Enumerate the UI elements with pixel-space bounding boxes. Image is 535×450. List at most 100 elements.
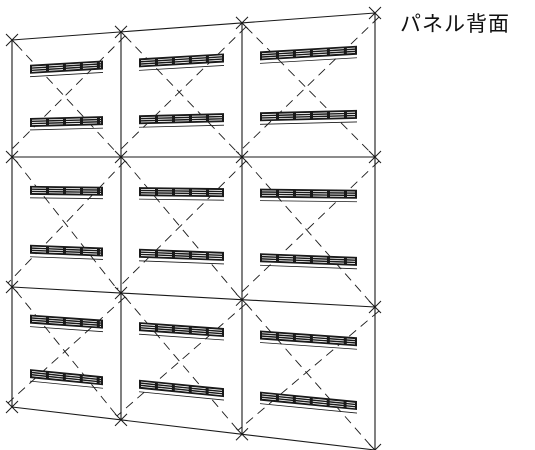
joint-cross-mark	[5, 280, 19, 294]
vent-louver-line	[140, 55, 223, 62]
vent-slot-shadow	[259, 264, 358, 270]
vent-louver-line	[261, 332, 356, 340]
diagonal-dashed-line	[116, 303, 247, 417]
panel-row-line	[11, 406, 376, 450]
diagonal-dashed-line	[245, 26, 372, 154]
diagonal-dashed-line	[7, 35, 126, 154]
vent-slot	[259, 253, 358, 270]
diagonal-dashed-line	[245, 303, 372, 447]
vent-slot	[138, 248, 225, 265]
joint-cross-mark	[114, 150, 128, 164]
vent-slot	[29, 185, 104, 200]
vent-slot-shadow	[259, 403, 358, 414]
joint-cross-mark	[114, 413, 128, 427]
diagonal-dashed-line	[124, 35, 239, 154]
vent-louver-line	[261, 395, 356, 406]
vent-louver-line	[140, 115, 223, 118]
vent-louver-line	[31, 246, 102, 251]
vent-louver-line	[261, 194, 356, 197]
joint-cross-mark	[235, 150, 249, 164]
vent-louver-line	[261, 397, 356, 409]
vent-louver-line	[31, 64, 102, 70]
vent-slot-shadow	[29, 127, 104, 131]
vent-louver-line	[140, 324, 223, 331]
vent-louver-line	[261, 336, 356, 345]
vent-louver-line	[140, 386, 223, 396]
panel-rear-label: パネル背面	[400, 12, 510, 36]
vent-louver-line	[261, 255, 356, 260]
vent-louver-line	[261, 259, 356, 264]
diagonal-dashed-line	[15, 290, 118, 417]
vent-slot-shadow	[259, 57, 358, 64]
vent-louver-line	[140, 383, 223, 393]
joint-cross-mark	[114, 286, 128, 300]
vent-slot-shadow	[29, 380, 104, 389]
panel-cell	[7, 290, 126, 417]
vent-louver-line	[31, 192, 102, 194]
vent-slot	[259, 45, 358, 64]
vent-slot	[138, 53, 225, 71]
vent-louver-line	[140, 117, 223, 121]
vent-slot	[29, 314, 104, 333]
vent-louver-line	[261, 393, 356, 404]
panel-cell	[237, 16, 380, 154]
vent-louver-line	[140, 326, 223, 333]
vent-slot-shadow	[138, 65, 225, 71]
joint-cross-mark	[235, 16, 249, 30]
vent-slot	[29, 116, 104, 131]
diagonal-dashed-line	[237, 160, 380, 296]
vent-louver-line	[140, 381, 223, 391]
vent-louver-line	[31, 66, 102, 72]
vent-louver-line	[31, 118, 102, 121]
vent-louver-line	[261, 190, 356, 193]
vent-louver-line	[140, 191, 223, 194]
vent-louver-line	[261, 49, 356, 57]
vent-slot	[259, 109, 358, 125]
panel-row-line	[11, 286, 376, 308]
vent-slot-shadow	[138, 333, 225, 341]
vent-louver-line	[140, 59, 223, 66]
diagonal-dashed-line	[237, 16, 380, 154]
vent-louver-line	[261, 114, 356, 118]
panel-cell	[116, 296, 247, 431]
joint-cross-mark	[5, 400, 19, 414]
diagonal-dashed-line	[237, 310, 380, 431]
vent-slot	[138, 113, 225, 128]
vent-slot-shadow	[29, 197, 104, 200]
vent-louver-line	[31, 320, 102, 327]
vent-slot	[29, 60, 104, 78]
vent-slot-shadow	[259, 121, 358, 125]
diagonal-dashed-line	[7, 296, 126, 404]
vent-slot-shadow	[138, 391, 225, 401]
panel-cell	[237, 160, 380, 304]
joint-cross-mark	[235, 293, 249, 307]
vent-louver-line	[31, 316, 102, 323]
vent-louver-line	[31, 251, 102, 255]
vent-louver-line	[31, 189, 102, 192]
vent-slot-shadow	[259, 342, 358, 350]
vent-louver-line	[31, 248, 102, 253]
vent-louver-line	[31, 375, 102, 384]
vent-louver-line	[31, 122, 102, 126]
diagonal-dashed-line	[7, 160, 126, 284]
vent-slot-shadow	[29, 326, 104, 333]
vent-slot-shadow	[29, 72, 104, 78]
vent-slot	[138, 187, 225, 201]
vent-louver-line	[140, 57, 223, 64]
joint-cross-mark	[368, 300, 382, 314]
vent-louver-line	[261, 192, 356, 195]
diagonal-dashed-line	[124, 296, 239, 431]
joint-cross-mark	[368, 6, 382, 20]
vent-slot-shadow	[138, 260, 225, 265]
joint-cross-mark	[235, 427, 249, 441]
panel-cell	[116, 26, 247, 154]
joint-cross-mark	[5, 150, 19, 164]
vent-louver-line	[31, 187, 102, 190]
vent-slot	[259, 188, 358, 203]
vent-louver-line	[31, 62, 102, 68]
vent-louver-line	[140, 119, 223, 123]
diagonal-dashed-line	[15, 160, 118, 290]
vent-louver-line	[261, 47, 356, 55]
